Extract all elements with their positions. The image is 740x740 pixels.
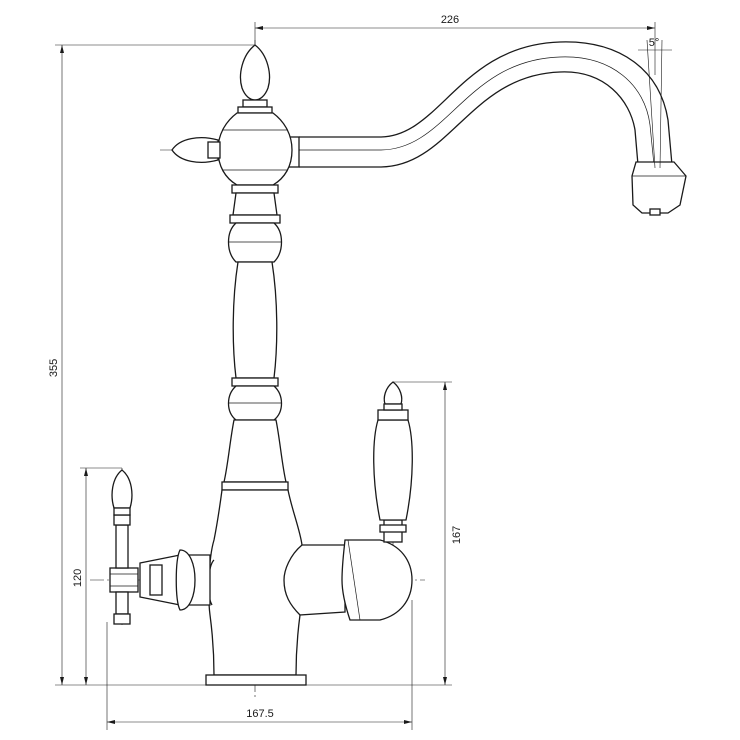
top-finial — [237, 44, 273, 114]
dim-spout-reach: 226 — [441, 14, 459, 26]
dimension-lines — [55, 22, 672, 730]
spout — [286, 41, 687, 216]
dim-main-lever-height: 167 — [451, 526, 463, 544]
side-knob — [109, 469, 211, 625]
body-hub — [171, 112, 293, 186]
dim-total-height: 355 — [48, 359, 60, 377]
dim-spout-angle: 5° — [649, 37, 660, 49]
dim-total-width: 167.5 — [246, 708, 274, 720]
main-body — [205, 489, 346, 686]
column — [221, 184, 289, 491]
dim-side-knob-height: 120 — [72, 569, 84, 587]
main-lever — [341, 381, 413, 621]
